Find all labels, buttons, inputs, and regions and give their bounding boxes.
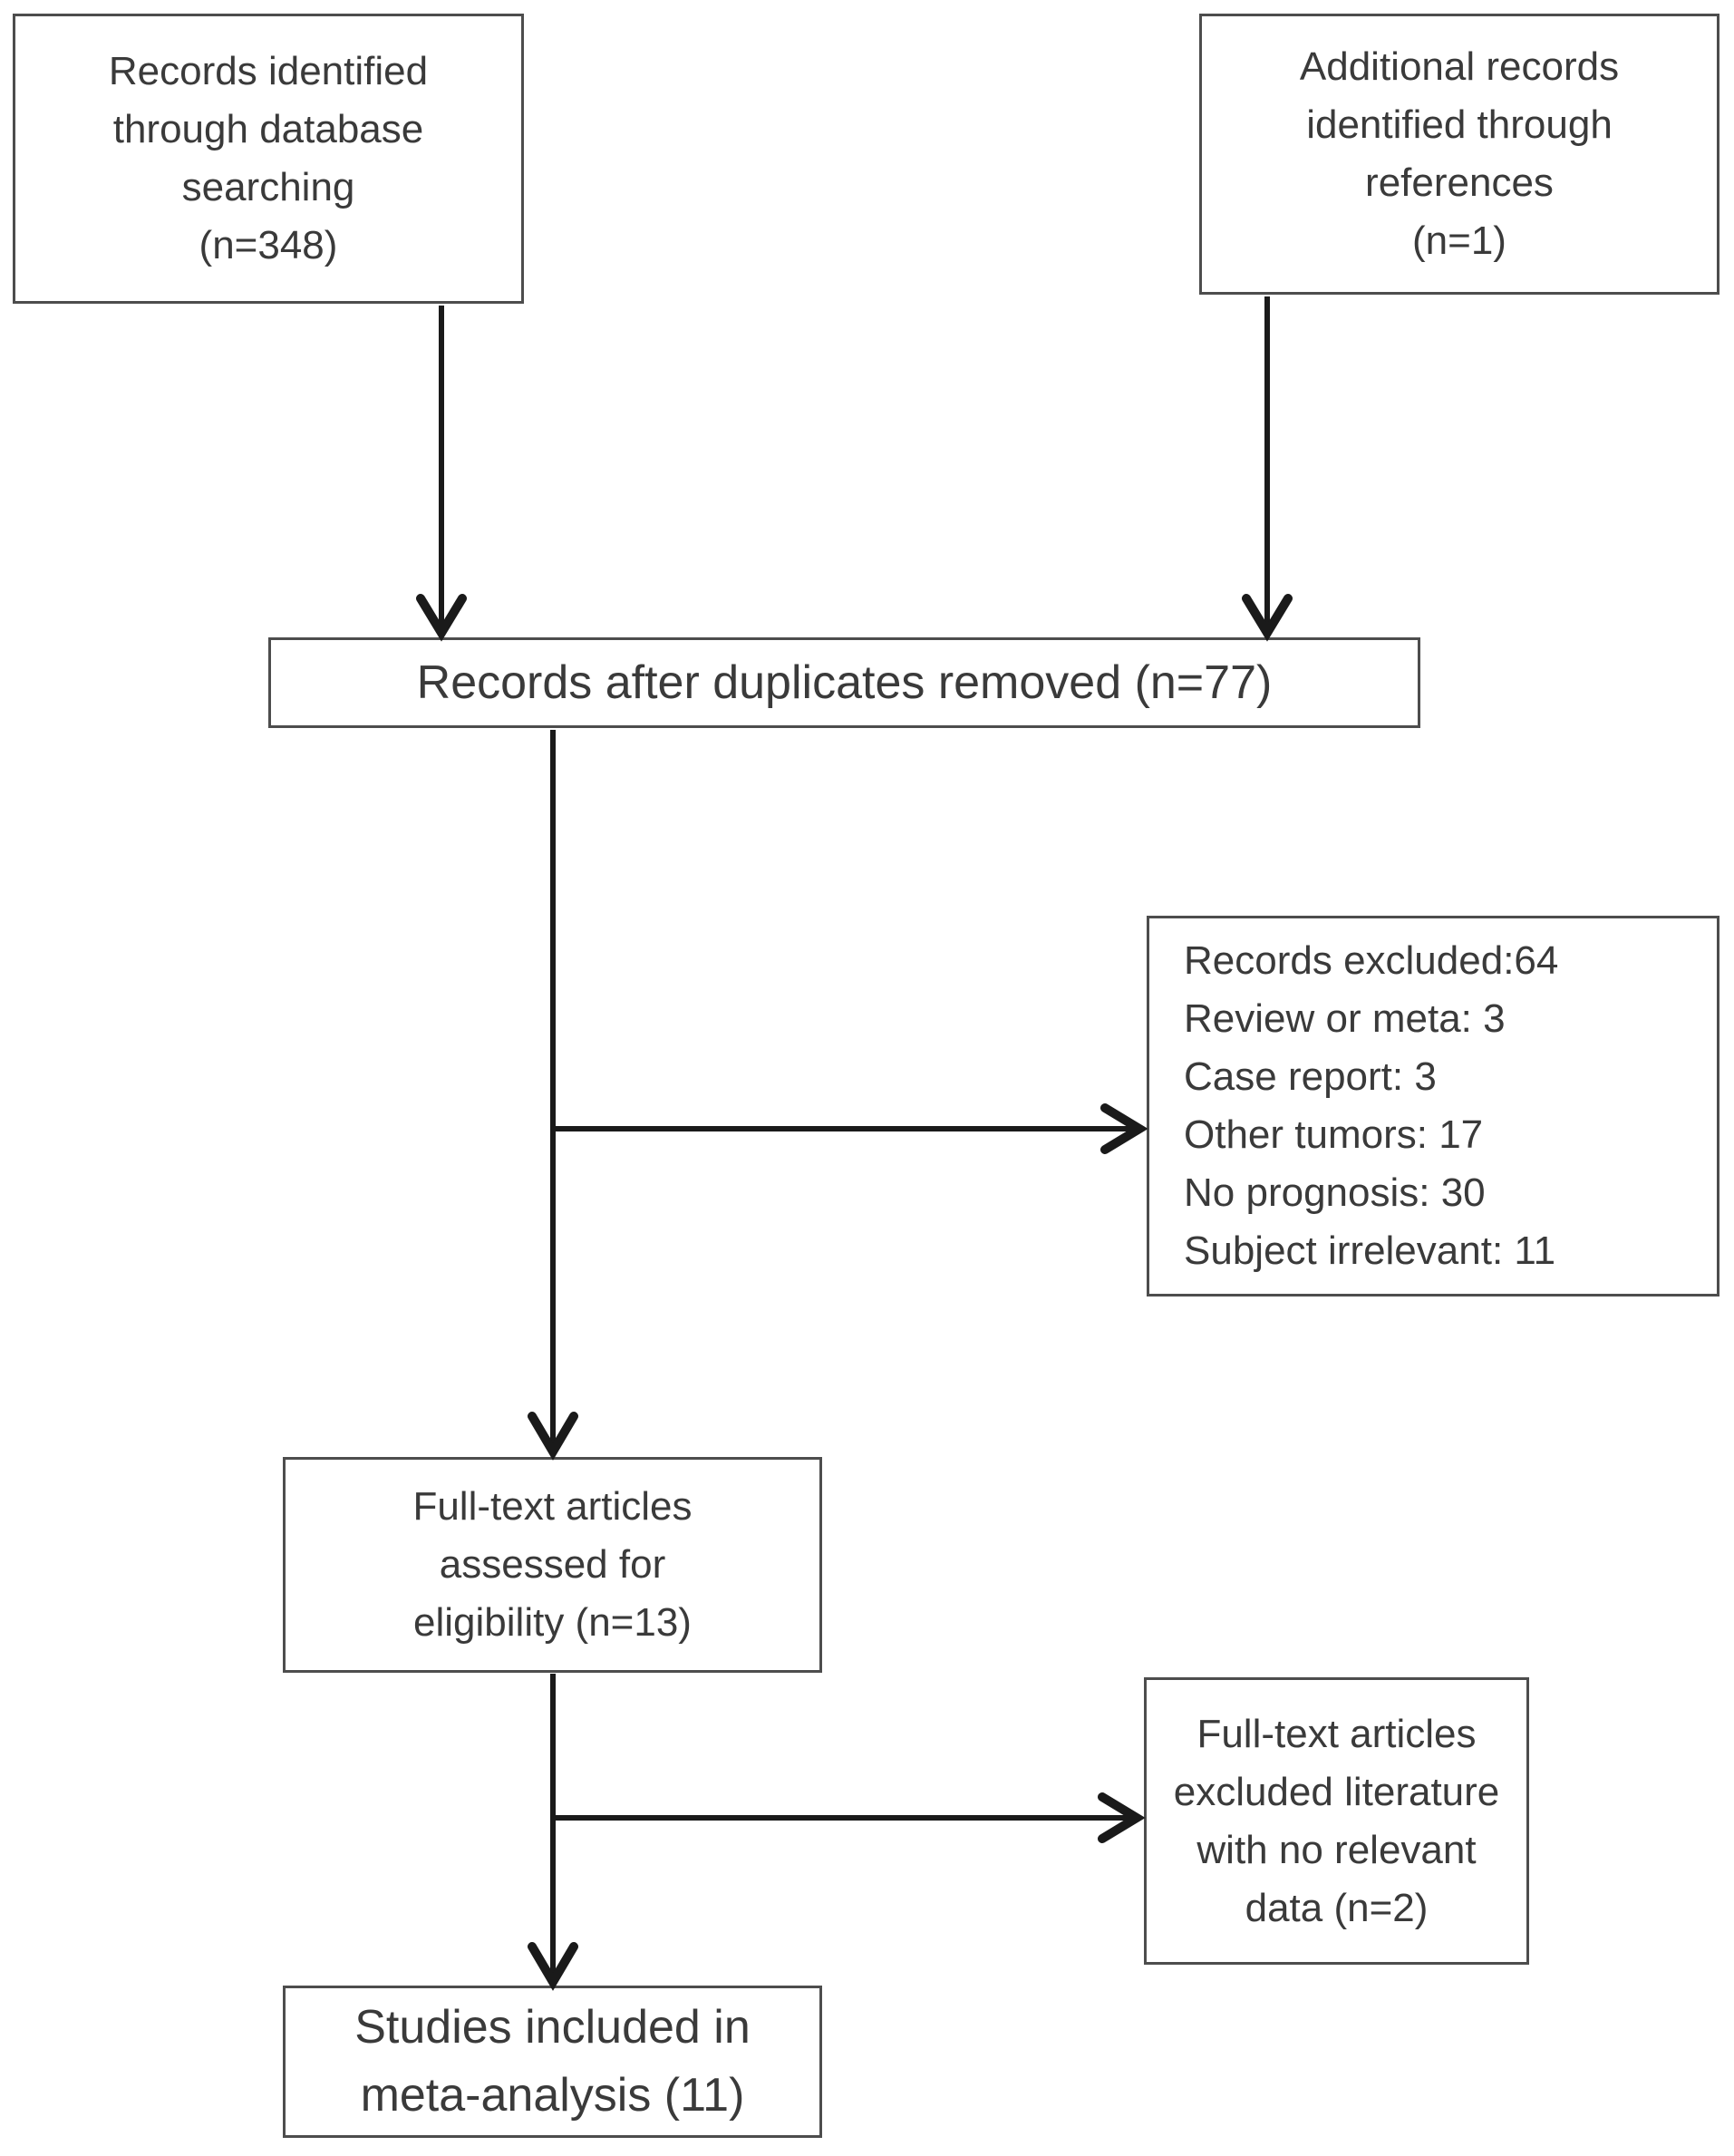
text-line: Other tumors: 17: [1184, 1112, 1484, 1157]
box-fulltext-excluded: Full-text articles excluded literature w…: [1144, 1677, 1529, 1965]
text-line: searching: [181, 165, 355, 209]
text-line: Records identified: [108, 49, 429, 93]
arrow-branch-fulltext-excluded-icon: [553, 1792, 1146, 1843]
text-line: through database: [112, 107, 424, 151]
arrow-identified-to-deduplicated-icon: [416, 306, 467, 642]
text-line: data (n=2): [1245, 1885, 1429, 1930]
text-line: eligibility (n=13): [413, 1600, 692, 1645]
text-line: Records after duplicates removed (n=77): [416, 656, 1273, 709]
box-additional-records: Additional records identified through re…: [1199, 14, 1719, 295]
box-studies-included: Studies included in meta-analysis (11): [283, 1986, 822, 2138]
arrow-branch-records-excluded-icon: [553, 1103, 1148, 1154]
text-line: Records excluded:64: [1184, 938, 1559, 983]
text-line: Review or meta: 3: [1184, 996, 1506, 1041]
text-line: Additional records: [1299, 44, 1620, 89]
text-line: references: [1365, 160, 1554, 205]
text-line: Studies included in: [354, 2001, 751, 2054]
text-line: with no relevant: [1196, 1827, 1477, 1872]
text-line: Subject irrelevant: 11: [1184, 1229, 1556, 1273]
text-line: meta-analysis (11): [360, 2069, 745, 2122]
text-line: (n=1): [1412, 219, 1506, 263]
text-line: (n=348): [199, 223, 338, 267]
box-records-excluded: Records excluded:64 Review or meta: 3 Ca…: [1147, 916, 1719, 1297]
arrow-deduplicated-to-fulltext-icon: [528, 730, 578, 1461]
text-line: identified through: [1306, 102, 1613, 147]
text-line: Full-text articles: [412, 1484, 693, 1529]
text-line: Case report: 3: [1184, 1054, 1437, 1099]
text-line: assessed for: [439, 1542, 666, 1587]
arrow-fulltext-to-included-icon: [528, 1674, 578, 1991]
box-records-after-duplicates: Records after duplicates removed (n=77): [268, 637, 1420, 728]
box-fulltext-assessed: Full-text articles assessed for eligibil…: [283, 1457, 822, 1673]
box-records-identified: Records identified through database sear…: [13, 14, 524, 304]
text-line: No prognosis: 30: [1184, 1170, 1486, 1215]
text-line: excluded literature: [1173, 1769, 1500, 1814]
text-line: Full-text articles: [1196, 1711, 1477, 1756]
arrow-additional-to-deduplicated-icon: [1242, 296, 1293, 642]
